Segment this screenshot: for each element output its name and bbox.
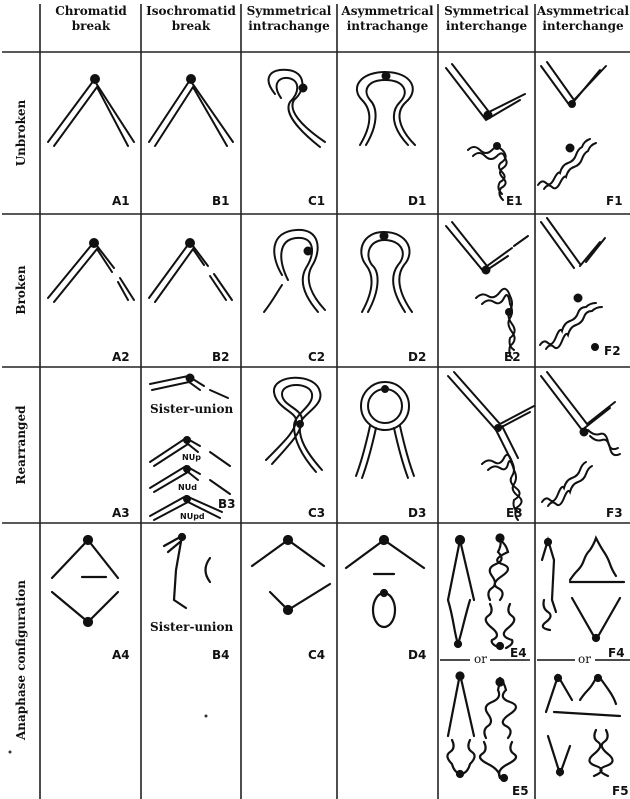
column-header-asymmetrical-intrachange: Asymmetrical intrachange (338, 4, 437, 48)
panel-label-d4: D4 (408, 648, 426, 662)
panel-label-b1: B1 (212, 194, 230, 208)
cell-e5 (447, 673, 516, 782)
row-label-anaphase-configuration: Anaphase configuration (14, 580, 28, 740)
column-header-isochromatid-break: Isochromatid break (142, 4, 240, 48)
cell-c3 (266, 378, 322, 472)
or-label-f: or (578, 652, 591, 666)
panel-label-c3: C3 (308, 506, 325, 520)
column-header-line2: break (142, 19, 240, 34)
cell-b1 (149, 75, 233, 146)
cell-a4 (52, 536, 118, 626)
panel-label-e2: E2 (504, 350, 521, 364)
column-header-line2: intrachange (338, 19, 437, 34)
cell-c4 (252, 536, 330, 614)
nud-label: NUd (178, 483, 197, 492)
panel-label-b2: B2 (212, 350, 230, 364)
panel-label-b4: B4 (212, 648, 230, 662)
column-header-asymmetrical-interchange: Asymmetrical interchange (536, 4, 630, 48)
panel-label-a1: A1 (112, 194, 130, 208)
cell-f1 (538, 62, 606, 189)
column-header-line2: break (42, 19, 140, 34)
panel-label-a2: A2 (112, 350, 130, 364)
panel-label-d3: D3 (408, 506, 426, 520)
cell-e2 (446, 222, 528, 358)
grid-lines (2, 4, 630, 799)
panel-label-a3: A3 (112, 506, 130, 520)
row-label-broken: Broken (14, 265, 28, 314)
cell-f3 (541, 372, 620, 506)
panel-label-f5: F5 (612, 784, 629, 798)
panel-label-e3: E3 (506, 506, 523, 520)
nup-label: NUp (182, 453, 201, 462)
cell-e1 (446, 64, 525, 200)
column-header-line1: Symmetrical (242, 4, 336, 19)
cell-f2 (540, 218, 605, 350)
speck (9, 751, 12, 754)
speck (205, 715, 208, 718)
column-header-line2: intrachange (242, 19, 336, 34)
cell-d2 (361, 232, 412, 312)
or-label-e: or (474, 652, 487, 666)
panel-label-e5: E5 (512, 784, 529, 798)
panel-label-c1: C1 (308, 194, 325, 208)
column-header-line1: Chromatid (42, 4, 140, 19)
nupd-label: NUpd (180, 512, 205, 521)
sister-union-label-b3: Sister-union (150, 402, 233, 416)
panel-label-e4: E4 (510, 646, 527, 660)
panel-label-f1: F1 (606, 194, 623, 208)
cell-f4 (542, 538, 624, 641)
cell-b4 (164, 534, 210, 608)
cell-e3 (448, 372, 534, 520)
cell-d1 (357, 72, 415, 145)
panel-label-e1: E1 (506, 194, 523, 208)
cell-f5 (546, 675, 620, 776)
column-header-line1: Asymmetrical (338, 4, 437, 19)
panel-label-b3: B3 (218, 497, 236, 511)
cell-a1 (48, 75, 134, 146)
column-header-symmetrical-intrachange: Symmetrical intrachange (242, 4, 336, 48)
column-header-chromatid-break: Chromatid break (42, 4, 140, 48)
column-header-symmetrical-interchange: Symmetrical interchange (439, 4, 534, 48)
row-label-unbroken: Unbroken (14, 100, 28, 167)
panel-label-c2: C2 (308, 350, 325, 364)
cell-d3 (356, 382, 414, 478)
cell-d4 (346, 536, 424, 627)
panel-label-d2: D2 (408, 350, 426, 364)
cell-c2 (264, 230, 325, 312)
panel-label-f4: F4 (608, 646, 625, 660)
panel-label-a4: A4 (112, 648, 130, 662)
panel-label-d1: D1 (408, 194, 426, 208)
cell-a2 (48, 239, 134, 302)
sister-union-label-b4: Sister-union (150, 620, 233, 634)
cell-c1 (269, 70, 325, 147)
panel-label-f2: F2 (604, 344, 621, 358)
column-header-line1: Isochromatid (142, 4, 240, 19)
column-header-line2: interchange (536, 19, 630, 34)
cell-e4 (448, 535, 514, 650)
column-header-line2: interchange (439, 19, 534, 34)
row-label-rearranged: Rearranged (14, 406, 28, 485)
panel-label-f3: F3 (606, 506, 623, 520)
column-header-line1: Symmetrical (439, 4, 534, 19)
cell-b2 (149, 239, 232, 302)
panel-label-c4: C4 (308, 648, 325, 662)
column-header-line1: Asymmetrical (536, 4, 630, 19)
